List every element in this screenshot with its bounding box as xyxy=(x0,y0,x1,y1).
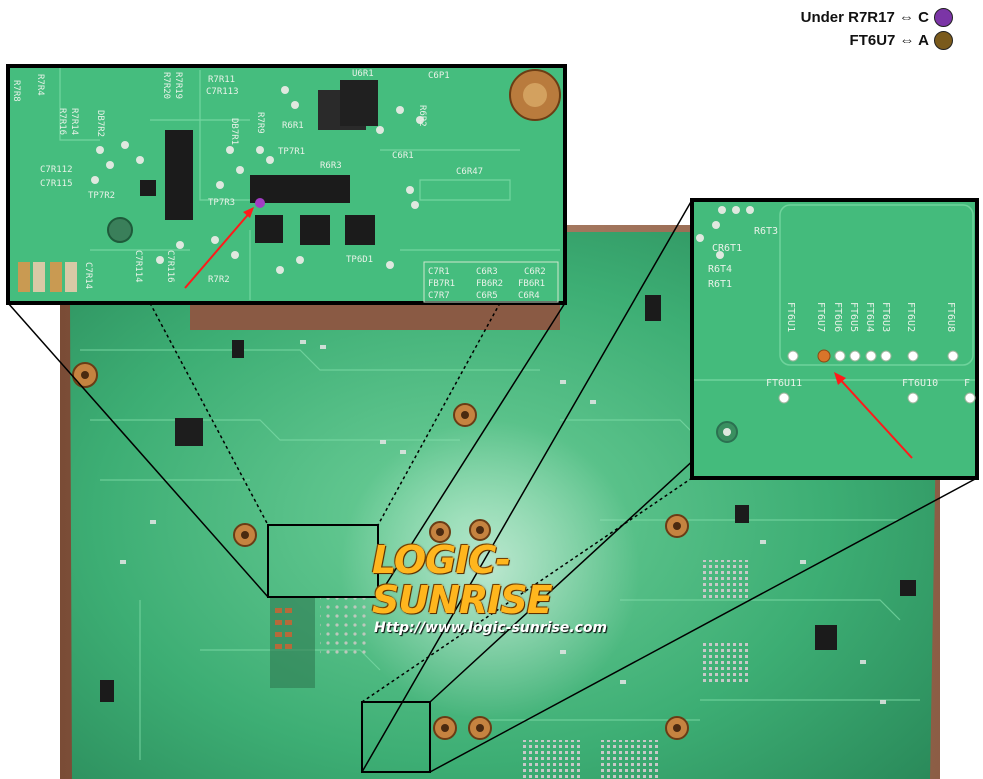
silk-label: FT6U3 xyxy=(880,302,891,332)
silk-label: R7R14 xyxy=(69,108,79,135)
silk-label: R6R3 xyxy=(320,161,342,171)
silk-label: C7R116 xyxy=(165,250,175,283)
silk-label: FT6U1 xyxy=(785,302,796,332)
silk-label: R7R2 xyxy=(208,275,230,285)
mounting-holes xyxy=(72,362,689,740)
silk-label: DB7R2 xyxy=(95,110,105,137)
silk-label: FT6U2 xyxy=(905,302,916,332)
legend-item-ft6u7: FT6U7 ⇔ A xyxy=(801,29,953,52)
source-box-right xyxy=(361,701,431,773)
silk-label: C7R115 xyxy=(40,179,73,189)
silk-label: F xyxy=(964,378,970,389)
silk-label: CR6T1 xyxy=(712,243,742,254)
silk-label: R7R16 xyxy=(57,108,67,135)
silk-label: R7R20 xyxy=(161,72,171,99)
purple-dot-icon xyxy=(934,8,953,27)
marker-r7r17-point xyxy=(255,198,265,208)
silk-label: C6R47 xyxy=(456,167,483,177)
marker-ft6u7-point xyxy=(817,349,831,363)
silk-label: FT6U6 xyxy=(832,302,843,332)
watermark-title: LOGIC-SUNRISE xyxy=(372,538,553,622)
silk-label: C6R1 xyxy=(392,151,414,161)
silk-label: FT6U11 xyxy=(766,378,802,389)
silk-label: C6R5 xyxy=(476,291,498,301)
silk-label: R7R19 xyxy=(173,72,183,99)
watermark-url: Http://www.logic-sunrise.com xyxy=(374,620,608,636)
legend-item-r7r17: Under R7R17 ⇔ C xyxy=(801,6,953,29)
silk-label: TP7R3 xyxy=(208,198,235,208)
red-arrow-left xyxy=(184,209,253,289)
silk-label: C7R113 xyxy=(206,87,239,97)
silk-label: FT6U4 xyxy=(864,302,875,332)
silk-label: FT6U7 xyxy=(815,302,826,332)
legend: Under R7R17 ⇔ C FT6U7 ⇔ A xyxy=(801,6,953,52)
brown-dot-icon xyxy=(934,31,953,50)
silk-label: R7R8 xyxy=(11,80,21,102)
silk-label: C7R1 xyxy=(428,267,450,277)
watermark: LOGIC-SUNRISE Http://www.logic-sunrise.c… xyxy=(372,540,612,636)
silk-label: U6R1 xyxy=(352,69,374,79)
silk-label: R6T1 xyxy=(708,279,732,290)
legend-label: FT6U7 ⇔ A xyxy=(849,32,929,49)
silk-label: FB7R1 xyxy=(428,279,455,289)
legend-label: Under R7R17 ⇔ C xyxy=(800,9,929,26)
silk-label: C7R7 xyxy=(428,291,450,301)
silk-label: FT6U8 xyxy=(945,302,956,332)
silk-label: C7R114 xyxy=(133,250,143,283)
silk-label: R6T3 xyxy=(754,226,778,237)
silk-label: C6R3 xyxy=(476,267,498,277)
silk-label: R7R4 xyxy=(35,74,45,96)
silk-label: FB6R1 xyxy=(518,279,545,289)
zoom-panel-left: R7R8 R7R4 R7R16 R7R14 R7R20 R7R19 R7R11 … xyxy=(6,64,567,305)
silk-label: FT6U5 xyxy=(848,302,859,332)
silk-label: FT6U10 xyxy=(902,378,938,389)
red-arrow-right xyxy=(836,375,913,459)
silk-label: R6T4 xyxy=(708,264,732,275)
silk-label: R7R9 xyxy=(255,112,265,134)
source-box-left xyxy=(267,524,379,598)
silk-label: TP7R2 xyxy=(88,191,115,201)
silk-label: R6R1 xyxy=(282,121,304,131)
silk-label: C6P1 xyxy=(428,71,450,81)
silk-label: TP6D1 xyxy=(346,255,373,265)
silk-label: C6R2 xyxy=(524,267,546,277)
silk-label: FB6R2 xyxy=(476,279,503,289)
silk-label: C6R4 xyxy=(518,291,540,301)
silk-label: R7R11 xyxy=(208,75,235,85)
zoom-panel-right: R6T3 CR6T1 R6T4 R6T1 FT6U1 FT6U7 FT6U6 F… xyxy=(690,198,979,480)
silk-label: C7R112 xyxy=(40,165,73,175)
silk-label: C7R14 xyxy=(83,262,93,289)
silk-label: TP7R1 xyxy=(278,147,305,157)
chips xyxy=(100,295,916,779)
silk-label: R6R2 xyxy=(417,105,427,127)
silk-label: DB7R1 xyxy=(229,118,239,145)
